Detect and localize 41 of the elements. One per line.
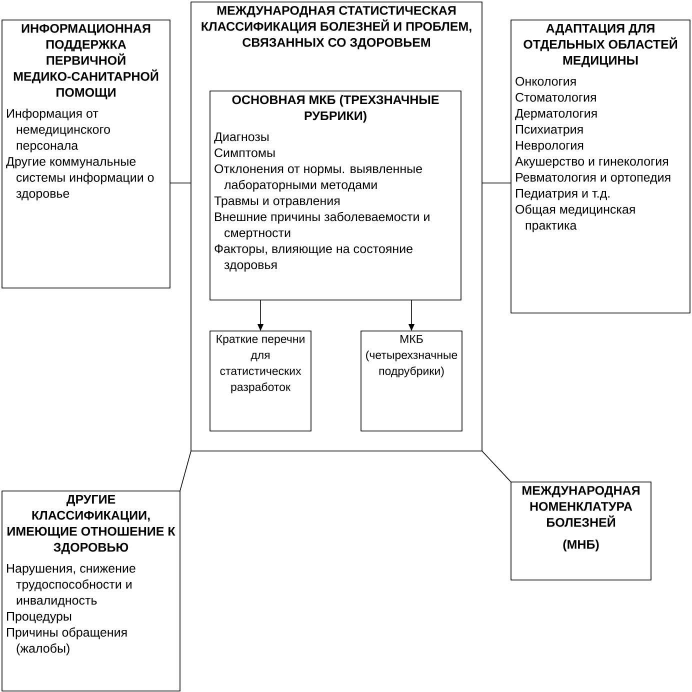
list-item: Педиатрия и т.д. bbox=[516, 189, 610, 200]
list-item: Травмы и отравления bbox=[214, 196, 340, 208]
box-heading: МЕЖДУНАРОДНАЯ СТАТИСТИЧЕСКАЯ КЛАССИФИКАЦИЯ БОЛЕЗНЕЙ И ПРОБЛЕМ, СВЯЗАННЫХ СО ЗДОРОВЬЕМ bbox=[202, 6, 472, 50]
list-item: Внешние причины заболеваемости и смертности bbox=[215, 212, 430, 240]
text-box bbox=[2, 490, 180, 692]
list-item: Процедуры bbox=[7, 612, 72, 624]
text-box bbox=[360, 330, 462, 432]
list-item: Акушерство и гинекология bbox=[515, 157, 668, 168]
connector-line bbox=[482, 450, 512, 482]
list-item: Отклонения от нормы. выявленные лабораторными методами bbox=[214, 164, 422, 192]
list-item: Симптомы bbox=[214, 148, 275, 158]
box-heading: МЕЖДУНАРОДНАЯ НОМЕНКЛАТУРА БОЛЕЗНЕЙ bbox=[522, 486, 640, 527]
list-item: Дерматология bbox=[515, 109, 597, 120]
connector-line bbox=[482, 182, 512, 184]
list-item: Ревматология и ортопедия bbox=[516, 173, 670, 184]
box-text: Краткие перечни для статистических разработок bbox=[216, 335, 304, 394]
list-item: Психиатрия bbox=[516, 125, 583, 136]
box-heading: (МНБ) bbox=[563, 540, 599, 552]
connector-line bbox=[180, 450, 192, 492]
text-box bbox=[510, 482, 652, 580]
list-item: Факторы, влияющие на состояние здоровья bbox=[214, 244, 412, 272]
box-heading: ИНФОРМАЦИОННАЯ ПОДДЕРЖКА ПЕРВИЧНОЙ МЕДИКО-САНИТАРНОЙ ПОМОЩИ bbox=[14, 24, 158, 100]
list-item: Неврология bbox=[516, 141, 584, 152]
box-heading: АДАПТАЦИЯ ДЛЯ ОТДЕЛЬНЫХ ОБЛАСТЕЙ МЕДИЦИНЫ bbox=[524, 24, 678, 68]
text-box bbox=[210, 330, 312, 432]
text-box bbox=[510, 20, 690, 314]
text-box bbox=[210, 90, 462, 300]
outer-box bbox=[190, 2, 482, 452]
list-item: Информация от немедицинского персонала bbox=[7, 108, 110, 152]
list-item: Нарушения, снижение трудоспособности и инвалидность bbox=[7, 564, 136, 608]
list-item: Другие коммунальные системы информации о здоровье bbox=[6, 157, 154, 200]
list-item: Онкология bbox=[516, 76, 576, 86]
list-item: Общая медицинская практика bbox=[516, 204, 635, 232]
box-text: МКБ (четырехзначные подрубрики) bbox=[366, 335, 458, 378]
list-item: Причины обращения (жалобы) bbox=[7, 627, 127, 656]
list-item: Стоматология bbox=[516, 92, 596, 102]
box-heading: ОСНОВНАЯ МКБ (ТРЕХЗНАЧНЫЕ РУБРИКИ) bbox=[232, 95, 439, 123]
text-box bbox=[2, 20, 170, 288]
connector-line bbox=[170, 182, 192, 184]
box-heading: ДРУГИЕ КЛАССИФИКАЦИИ, ИМЕЮЩИЕ ОТНОШЕНИЕ К ЗДОРОВЬЮ bbox=[8, 495, 176, 554]
list-item: Диагнозы bbox=[214, 132, 269, 144]
